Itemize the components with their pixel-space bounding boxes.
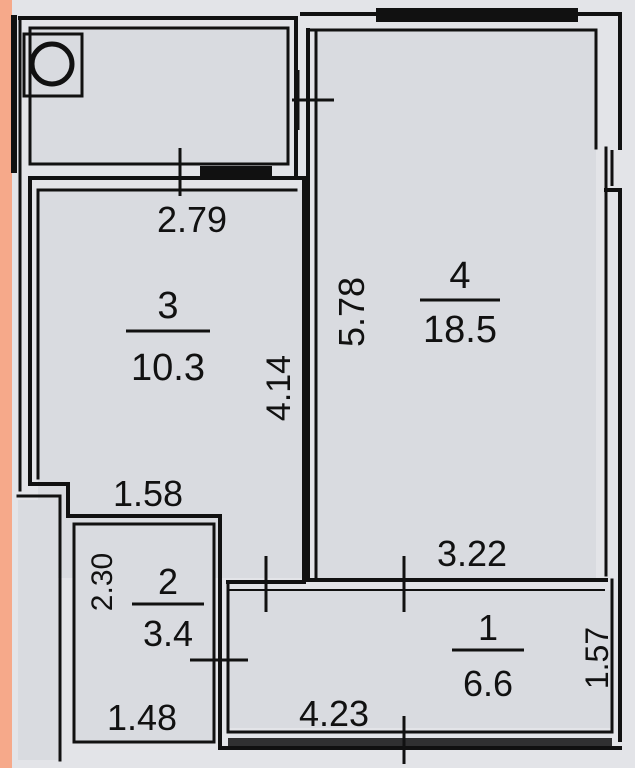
wall-window-top <box>376 8 578 22</box>
room-3-number: 3 <box>157 285 178 327</box>
vent-shaft-icon <box>22 32 84 98</box>
dim-room3-bottom: 1.58 <box>113 473 183 514</box>
dim-room2-bottom: 1.48 <box>107 697 177 738</box>
dim-room1-side: 1.57 <box>579 627 615 689</box>
room-4-area: 18.5 <box>423 309 497 351</box>
wall-bottom-strip <box>228 738 612 748</box>
room-1-area: 6.6 <box>463 663 513 704</box>
room-3-floor <box>38 190 304 578</box>
room-4-number: 4 <box>449 255 470 297</box>
dim-room3-top: 2.79 <box>157 199 227 240</box>
room-1-floor <box>228 590 612 728</box>
room-3-area: 10.3 <box>131 347 205 389</box>
dim-room1-bottom: 4.23 <box>299 693 369 734</box>
corridor-left-floor <box>18 500 58 760</box>
room-2-number: 2 <box>158 561 178 602</box>
door-marks <box>178 70 614 764</box>
room-2-area: 3.4 <box>143 613 193 654</box>
room-labels: 3 10.3 4 18.5 2 3.4 1 6.6 <box>126 255 524 704</box>
wall-block-room3 <box>200 166 272 180</box>
dimension-labels: 2.79 4.14 1.58 5.78 3.22 2.30 1.48 4.23 … <box>86 199 615 738</box>
room-2-floor <box>74 524 214 742</box>
room-4-floor <box>316 30 596 578</box>
room-1-number: 1 <box>478 607 498 648</box>
dim-room4-side: 5.78 <box>331 277 372 347</box>
dim-room4-bottom: 3.22 <box>437 533 507 574</box>
dim-room3-side: 4.14 <box>260 355 298 421</box>
dim-room2-side: 2.30 <box>86 553 119 611</box>
